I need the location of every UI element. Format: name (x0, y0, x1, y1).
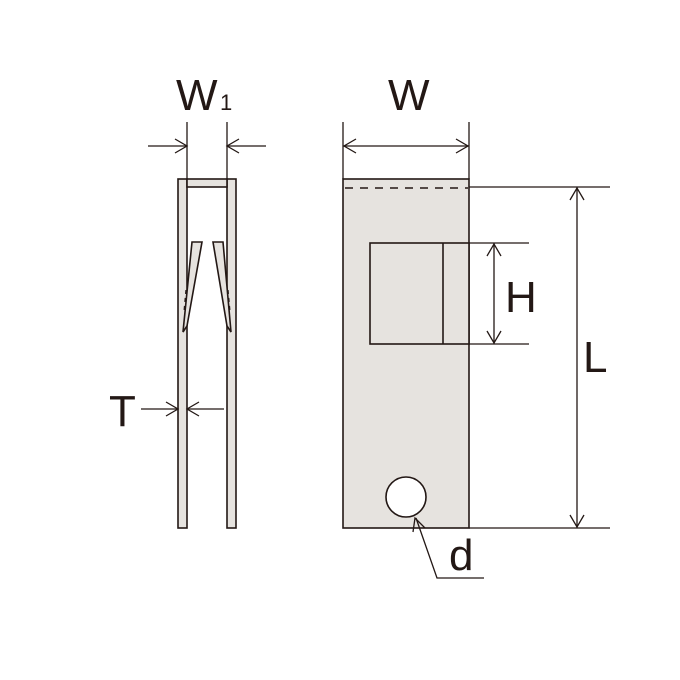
front-view-window (369, 242, 470, 345)
d-leader-line (415, 517, 484, 579)
l-label: L (583, 333, 607, 382)
w1-dimension: W 1 (148, 71, 266, 179)
side-view-top-cap (186, 178, 228, 188)
front-view-mounting-hole (385, 476, 427, 518)
h-dimension: H (469, 242, 537, 345)
side-view-right-tab-hidden (227, 289, 231, 313)
w1-subscript: 1 (220, 90, 232, 115)
l-arrowhead-top (569, 186, 585, 201)
w1-arrowhead-right (225, 138, 240, 154)
front-view-body (342, 178, 470, 529)
h-arrowhead-bottom (486, 330, 502, 345)
t-label: T (109, 387, 136, 436)
side-view-right-blade (226, 178, 237, 529)
l-arrowhead-bottom (569, 514, 585, 529)
side-view-right-spring-tab (212, 241, 232, 333)
side-view (177, 178, 237, 529)
w1-arrowhead-left (174, 138, 189, 154)
t-arrowhead-left (165, 401, 180, 417)
d-arrowhead (412, 516, 426, 533)
t-dimension: T (109, 387, 224, 436)
w-arrowhead-left (342, 138, 357, 154)
w-label: W (388, 71, 430, 120)
w-arrowhead-right (455, 138, 470, 154)
side-view-left-spring-tab (182, 241, 203, 333)
w1-label: W (176, 71, 218, 120)
w-dimension: W (342, 71, 470, 179)
side-view-left-blade (177, 178, 188, 529)
h-label: H (505, 273, 537, 322)
front-view (342, 178, 470, 529)
d-dimension: d (412, 516, 484, 580)
d-label: d (449, 531, 473, 580)
t-arrowhead-right (185, 401, 200, 417)
side-view-left-tab-hidden (183, 289, 187, 313)
h-arrowhead-top (486, 242, 502, 257)
l-dimension: L (469, 186, 610, 529)
